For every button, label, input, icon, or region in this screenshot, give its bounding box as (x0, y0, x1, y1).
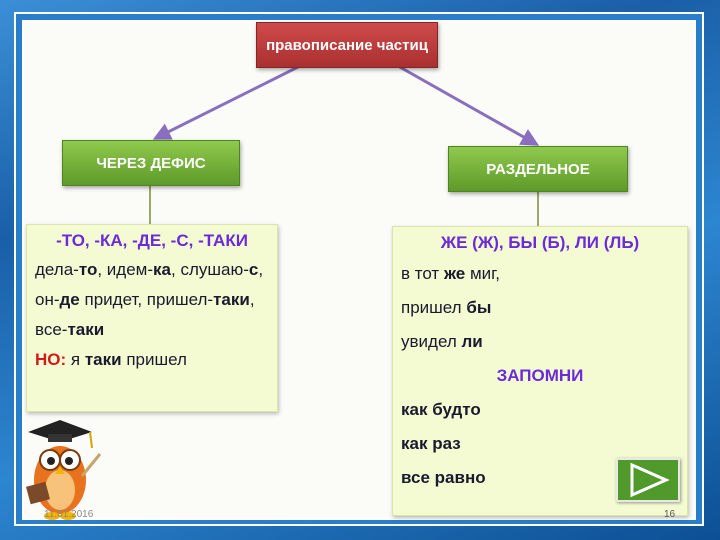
title-text: правописание частиц (266, 36, 428, 54)
arrow-to-separate (397, 64, 540, 146)
hyphen-example-3: все-таки (35, 320, 105, 339)
remember-item-3: все равно (401, 468, 486, 487)
hyphen-label: ЧЕРЕЗ ДЕФИС (96, 154, 206, 172)
hyphen-note: НО: я таки пришел (35, 350, 187, 369)
separate-example-3: увидел ли (401, 332, 483, 351)
separate-example-2: пришел бы (401, 298, 492, 317)
hyphen-example-1: дела-то, идем-ка, слушаю-с, (35, 260, 264, 279)
owl-teacher-icon (26, 420, 102, 520)
remember-label: ЗАПОМНИ (496, 366, 584, 385)
page-number: 16 (664, 509, 676, 520)
title-box: правописание частиц (256, 22, 438, 68)
play-icon (630, 462, 670, 498)
hyphen-example-2: он-де придет, пришел-таки, (35, 290, 255, 309)
separate-rule-box: ЖЕ (Ж), БЫ (Б), ЛИ (ЛЬ) в тот же миг, пр… (392, 226, 688, 516)
hyphen-rule-box: -ТО, -КА, -ДЕ, -С, -ТАКИ дела-то, идем-к… (26, 224, 278, 412)
footer-date: 11.01.2016 (44, 509, 94, 520)
remember-item-2: как раз (401, 434, 461, 453)
separate-header: РАЗДЕЛЬНОЕ (448, 146, 628, 192)
hyphen-header: ЧЕРЕЗ ДЕФИС (62, 140, 240, 186)
remember-item-1: как будто (401, 400, 481, 419)
separate-example-1: в тот же миг, (401, 264, 501, 283)
separate-label: РАЗДЕЛЬНОЕ (486, 160, 590, 178)
arrow-to-hyphen (152, 64, 301, 140)
separate-rule: ЖЕ (Ж), БЫ (Б), ЛИ (ЛЬ) (440, 233, 640, 252)
hyphen-rule: -ТО, -КА, -ДЕ, -С, -ТАКИ (56, 231, 248, 250)
play-button[interactable] (616, 458, 680, 502)
